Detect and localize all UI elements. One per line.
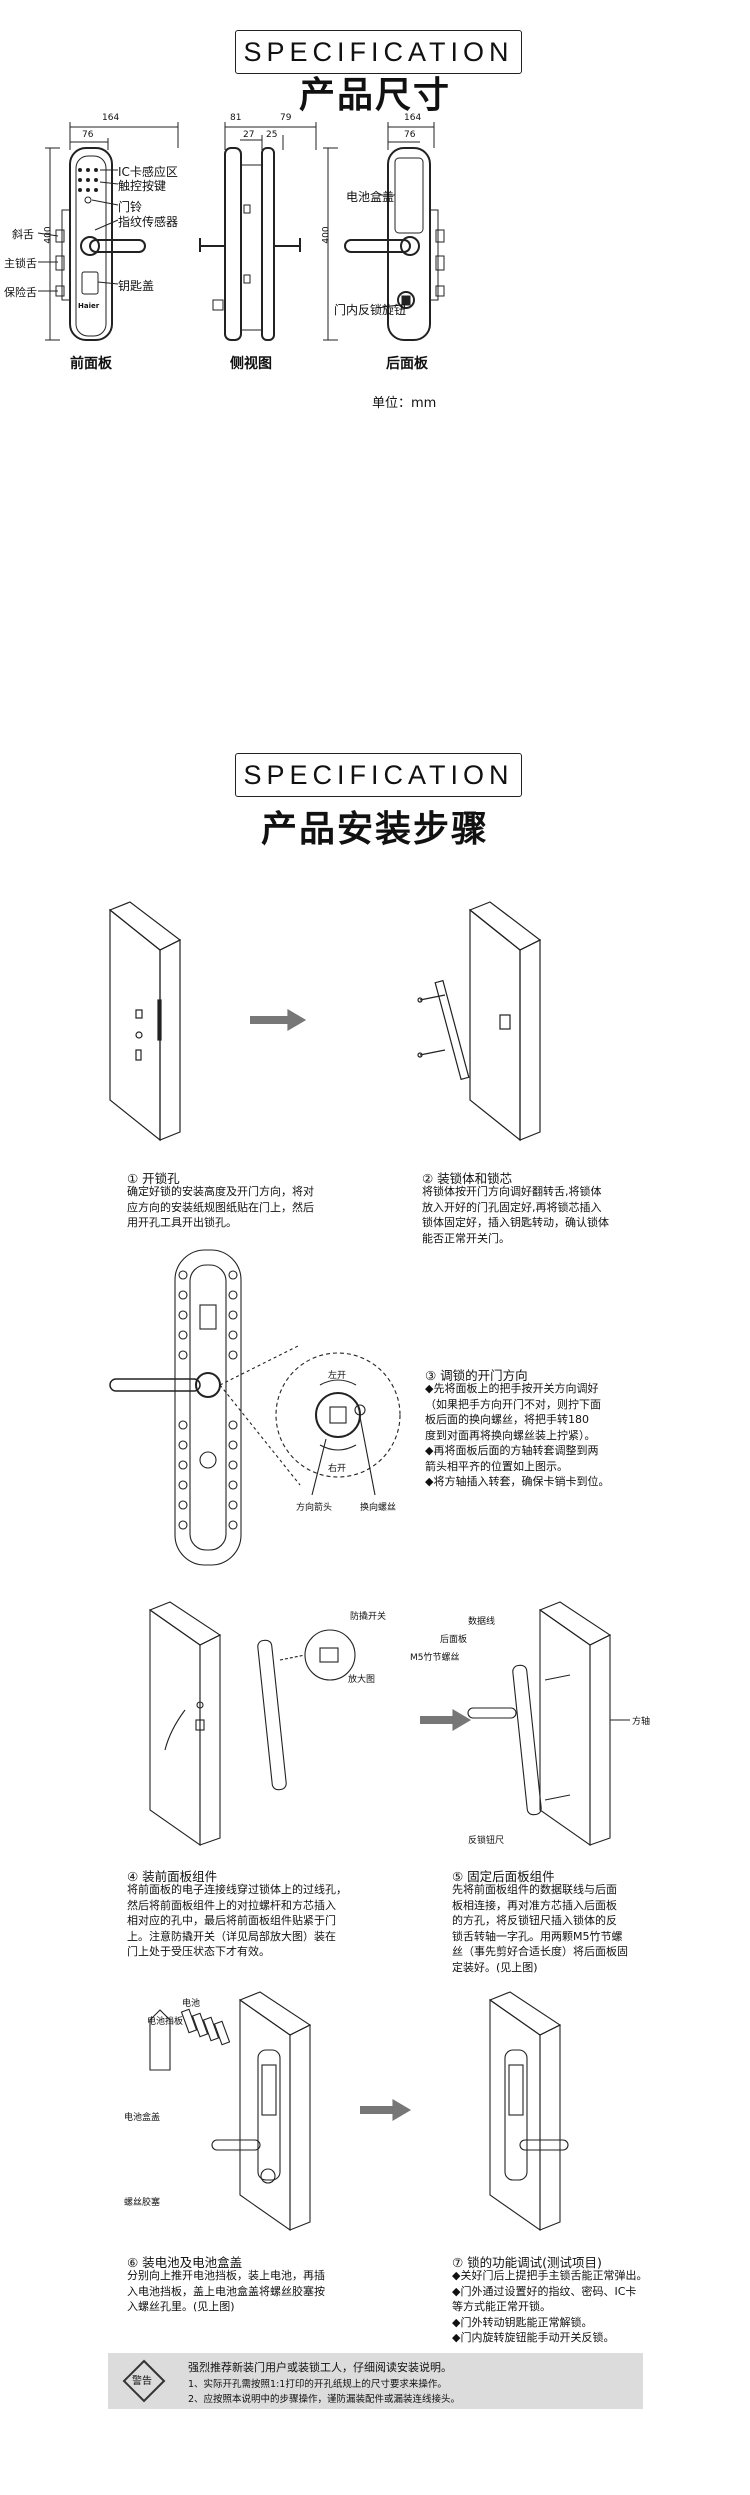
front-dim-part: 76 <box>82 130 94 140</box>
page-title: 产品尺寸 <box>298 75 451 116</box>
step5-title: ⑤ 固定后面板组件 <box>452 1869 555 1884</box>
front-dim-height: 400 <box>43 226 54 244</box>
step6-7-drawing <box>149 1991 569 2232</box>
label-square-shaft: 方轴 <box>632 1717 651 1727</box>
step6-text: 分别向上推开电池挡板，装上电池，再插入电池挡板，盖上电池盒盖将螺丝胶塞按入螺丝孔… <box>127 2269 325 2313</box>
step7-text: ◆关好门后上提把手主锁舌能正常弹出。◆门外通过设置好的指纹、密码、IC卡等方式能… <box>452 2269 648 2344</box>
callout-inner-knob: 门内反锁旋钮 <box>334 303 407 317</box>
back-dim-part: 76 <box>404 130 416 140</box>
warning-box: 警告 强烈推荐新装门用户或装锁工人，仔细阅读安装说明。 1、实际开孔需按照1:1… <box>108 2353 643 2409</box>
callout-latch: 斜舌 <box>12 228 34 241</box>
label-tamper-switch: 防撬开关 <box>350 1612 387 1622</box>
step5-text: 先将前面板组件的数据联线与后面板相连接，再对准方芯插入后面板的方孔，将反锁钮尺插… <box>452 1883 628 1974</box>
section-badge-2: SPECIFICATION <box>235 753 522 797</box>
label-direction-arrow: 方向箭头 <box>296 1503 333 1513</box>
label-zoom-view: 放大图 <box>348 1675 376 1685</box>
side-dim-a: 81 <box>230 113 242 123</box>
callout-battery-cover: 电池盒盖 <box>346 190 395 204</box>
label-back-panel: 后面板 <box>440 1635 468 1645</box>
back-panel-label: 后面板 <box>386 356 428 372</box>
back-dim-total: 164 <box>404 113 422 123</box>
step1-2-drawing <box>108 901 542 1142</box>
label-data-cable: 数据线 <box>468 1617 496 1627</box>
callout-main-bolt: 主锁舌 <box>4 257 37 270</box>
label-battery-plate: 电池挡板 <box>147 2017 184 2027</box>
step4-5-drawing <box>148 1601 630 1847</box>
warning-line-2: 1、实际开孔需按照1:1打印的开孔纸规上的尺寸要求来操作。 <box>188 2379 447 2390</box>
step6-title: ⑥ 装电池及电池盒盖 <box>127 2255 243 2270</box>
label-right-open: 右开 <box>328 1464 347 1474</box>
callout-fingerprint: 指纹传感器 <box>118 215 179 229</box>
step3-drawing <box>109 1249 401 1566</box>
front-dim-total: 164 <box>102 113 120 123</box>
callout-touch-keys: 触控按键 <box>118 179 167 193</box>
front-panel-drawing <box>37 122 445 341</box>
warning-badge: 警告 <box>132 2376 152 2387</box>
label-battery-cover: 电池盒盖 <box>124 2113 161 2123</box>
unit-note: 单位：mm <box>372 396 437 411</box>
section-badge: SPECIFICATION <box>235 30 522 74</box>
label-screw-plug: 螺丝胶塞 <box>124 2198 161 2208</box>
warning-icon <box>122 2359 166 2403</box>
step7-title: ⑦ 锁的功能调试(测试项目) <box>452 2255 602 2270</box>
warning-line-1: 强烈推荐新装门用户或装锁工人，仔细阅读安装说明。 <box>188 2361 452 2374</box>
callout-ic-card: IC卡感应区 <box>118 165 178 179</box>
side-dim-c: 27 <box>243 130 255 140</box>
step4-title: ④ 装前面板组件 <box>127 1869 218 1884</box>
step3-title: ③ 调锁的开门方向 <box>425 1368 528 1383</box>
label-lock-knob-ruler: 反锁钮尺 <box>468 1836 505 1846</box>
step4-text: 将前面板的电子连接线穿过锁体上的过线孔，然后将前面板组件上的对拉螺杆和方芯插入相… <box>127 1883 347 1958</box>
step1-title: ① 开锁孔 <box>127 1171 180 1186</box>
callout-safety-bolt: 保险舌 <box>4 286 37 299</box>
back-dim-height: 400 <box>321 226 332 244</box>
side-view-label: 侧视图 <box>230 356 272 372</box>
warning-line-3: 2、应按照本说明中的步骤操作，谨防漏装配件或漏装连线接头。 <box>188 2394 461 2405</box>
step1-text: 确定好锁的安装高度及开门方向，将对应方向的安装纸规图纸贴在门上，然后用开孔工具开… <box>127 1185 314 1229</box>
callout-doorbell: 门铃 <box>118 200 143 214</box>
front-panel-label: 前面板 <box>70 356 112 372</box>
install-title: 产品安装步骤 <box>260 809 489 850</box>
brand-logo: Haier <box>78 302 100 310</box>
label-battery: 电池 <box>182 1999 201 2009</box>
callout-key-cover: 钥匙盖 <box>118 279 155 293</box>
label-left-open: 左开 <box>328 1371 347 1381</box>
side-dim-d: 25 <box>266 130 278 140</box>
label-m5-screw: M5竹节螺丝 <box>410 1653 460 1663</box>
label-reversing-screw: 换向螺丝 <box>360 1503 397 1513</box>
side-dim-b: 79 <box>280 113 292 123</box>
step2-title: ② 装锁体和锁芯 <box>422 1171 513 1186</box>
step2-text: 将锁体按开门方向调好翻转舌,将锁体放入开好的门孔固定好,再将锁芯插入锁体固定好，… <box>422 1185 609 1245</box>
step3-text: ◆先将面板上的把手按开关方向调好（如果把手方向开门不对，则拧下面板后面的换向螺丝… <box>425 1382 610 1488</box>
